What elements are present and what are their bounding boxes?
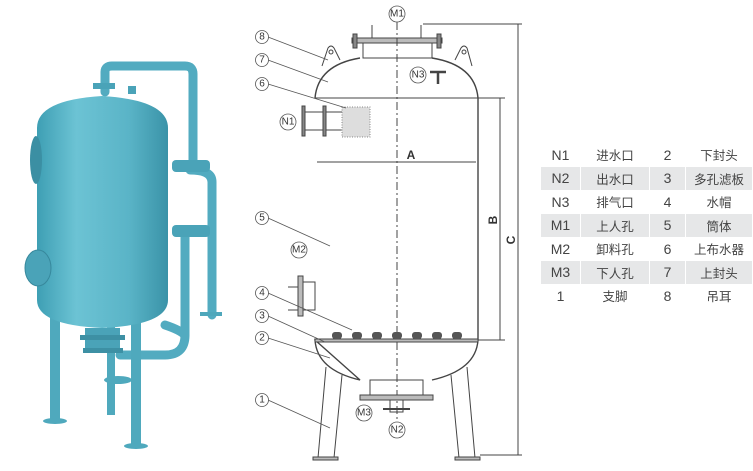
- label-m1: M1: [390, 9, 404, 20]
- manhole-m2-drawing: [297, 275, 304, 317]
- vessel-body: [37, 96, 168, 328]
- callout-6: 6: [259, 79, 265, 90]
- legend-num: 6: [649, 237, 686, 261]
- legend-name: 支脚: [580, 284, 650, 308]
- legend-part: 上封头: [685, 260, 753, 284]
- callout-4: 4: [259, 288, 265, 299]
- legend-num: 7: [649, 260, 686, 284]
- label-n1: N1: [282, 117, 295, 128]
- callout-leaders: [267, 36, 353, 429]
- label-m2: M2: [292, 245, 306, 256]
- dimension-a: A: [407, 148, 416, 162]
- legend-code: M1: [541, 213, 581, 237]
- legend-code: 1: [541, 284, 581, 308]
- label-n2: N2: [391, 425, 404, 436]
- leg-left: [317, 366, 343, 459]
- legend-part: 吊耳: [685, 284, 753, 308]
- legend-part: 下封头: [685, 143, 753, 167]
- distributor-mesh: [341, 106, 371, 138]
- label-n3: N3: [412, 70, 425, 81]
- legend-part: 水帽: [685, 190, 753, 214]
- lifting-lug-left: [321, 45, 341, 67]
- legend-code: M2: [541, 237, 581, 261]
- dimension-b: B: [486, 215, 500, 224]
- label-m3: M3: [357, 408, 371, 419]
- filter-plate: [314, 338, 479, 343]
- legend-name: 下人孔: [580, 260, 650, 284]
- legend-part: 筒体: [685, 213, 753, 237]
- legend-part: 多孔滤板: [685, 166, 753, 190]
- vent-n3: [430, 70, 446, 84]
- legend-part: 上布水器: [685, 237, 753, 261]
- legend-code: M3: [541, 260, 581, 284]
- legend-num: 4: [649, 190, 686, 214]
- legend-code: N1: [541, 143, 581, 167]
- water-caps: [332, 332, 462, 339]
- manhole-m3: [359, 394, 434, 401]
- legend-name: 排气口: [580, 190, 650, 214]
- legend-name: 卸料孔: [580, 237, 650, 261]
- lifting-lug-right: [454, 45, 473, 67]
- callout-3: 3: [259, 311, 265, 322]
- legend-num: 2: [649, 143, 686, 167]
- callout-7: 7: [259, 55, 265, 66]
- callout-2: 2: [259, 333, 265, 344]
- legend-name: 上人孔: [580, 213, 650, 237]
- callout-5: 5: [259, 213, 265, 224]
- legs: [43, 310, 148, 449]
- legend-num: 5: [649, 213, 686, 237]
- filter-vessel-photo: [24, 61, 222, 449]
- legend-code: N2: [541, 166, 581, 190]
- legend-name: 进水口: [580, 143, 650, 167]
- leg-right: [450, 366, 476, 459]
- legend-code: N3: [541, 190, 581, 214]
- legend-num: 3: [649, 166, 686, 190]
- dimension-c: C: [504, 235, 518, 244]
- manhole-m2: [24, 249, 52, 287]
- legend-num: 8: [649, 284, 686, 308]
- callout-8: 8: [259, 32, 265, 43]
- callout-1: 1: [259, 395, 265, 406]
- legend-name: 出水口: [580, 166, 650, 190]
